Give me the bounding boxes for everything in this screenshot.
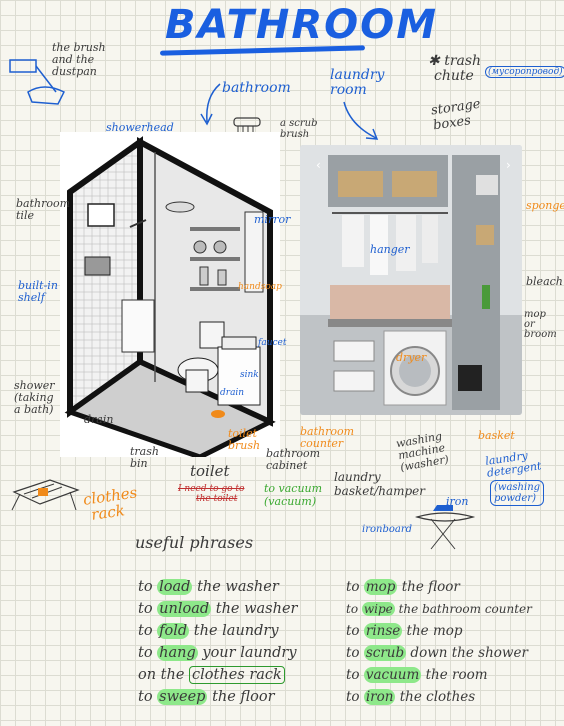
- bleach-label: bleach: [526, 275, 563, 288]
- laundry-basket-label: laundry basket/hamper: [334, 470, 426, 498]
- phrase-item: to iron the clothes: [346, 689, 476, 705]
- faucet-label: faucet: [258, 338, 287, 348]
- phrase-item: to mop the floor: [346, 579, 460, 595]
- phrase-item: to scrub down the shower: [346, 645, 528, 661]
- phrase-item: to fold the laundry: [138, 623, 279, 639]
- phrase-item: to load the washer: [138, 579, 279, 595]
- laundry-drawing: [300, 145, 522, 415]
- phrases-right-column: to mop the floor to wipe the bathroom co…: [346, 576, 560, 708]
- scrub-brush-label: a scrub brush: [280, 118, 318, 140]
- hand-soap-label: handsoap: [238, 282, 282, 292]
- dryer-label: dryer: [396, 351, 427, 364]
- drain-label: drain: [84, 413, 114, 426]
- built-in-shelf-label: built-in shelf: [18, 279, 58, 304]
- laundry-room-photo: [300, 145, 522, 415]
- phrases-left-column: to load the washer to unload the washer …: [138, 576, 348, 708]
- phrase-item: to unload the washer: [138, 601, 298, 617]
- toilet-label: toilet: [190, 462, 230, 480]
- phrase-item: to wipe the bathroom counter: [346, 602, 532, 616]
- brush-dustpan-label: the brush and the dustpan: [52, 41, 106, 78]
- bathroom-cabinet-label: bathroom cabinet: [266, 447, 321, 472]
- bathroom-tile-label: bathroom tile: [16, 197, 71, 222]
- phrase-item: to hang your laundry: [138, 645, 297, 661]
- arrow-icon: [343, 101, 379, 140]
- sink-label: sink: [240, 370, 259, 380]
- vacuum-label: to vacuum (vacuum): [264, 482, 323, 508]
- ironing-board-icon: [415, 505, 476, 550]
- laundry-detergent-label: laundry detergent: [484, 448, 543, 480]
- storage-boxes-label: storage boxes: [430, 96, 482, 134]
- iron-label: iron: [446, 495, 469, 508]
- useful-phrases-heading: useful phrases: [135, 533, 254, 552]
- page-title: BATHROOM: [165, 2, 438, 48]
- bathroom-counter-label: bathroom counter: [300, 425, 355, 450]
- laundry-room-label: laundry room: [330, 67, 385, 98]
- phrase-item: on the clothes rack: [138, 664, 348, 686]
- chevron-right-icon[interactable]: ›: [506, 158, 511, 172]
- bathroom-illustration: [60, 132, 280, 457]
- washing-machine-label: washing machine (washer): [395, 429, 450, 474]
- toilet-brush-label: toilet brush: [228, 427, 261, 452]
- phrase-item: to vacuum the room: [346, 667, 488, 683]
- trash-bin-label: trash bin: [130, 445, 159, 470]
- basket-label: basket: [478, 429, 515, 442]
- bathroom-label: bathroom: [222, 80, 291, 96]
- drain-side-label: drain: [220, 388, 245, 398]
- bathroom-drawing: [64, 136, 276, 457]
- washing-powder-label: (washing powder): [490, 480, 545, 506]
- clothes-rack-icon: [11, 479, 80, 511]
- shower-label: shower (taking a bath): [14, 379, 55, 416]
- trash-chute-label: ✱ trash chute: [428, 53, 482, 84]
- arrow-icon: [200, 83, 221, 126]
- showerhead-label: showerhead: [106, 121, 174, 134]
- chevron-left-icon[interactable]: ‹: [316, 158, 321, 172]
- ironboard-label: ironboard: [362, 524, 413, 535]
- clothes-rack-label: clothes rack: [81, 483, 139, 524]
- mop-or-broom-label: mop or broom: [524, 309, 557, 340]
- dustpan-icon: [9, 59, 66, 105]
- mirror-label: mirror: [254, 213, 291, 226]
- phrase-item: to sweep the floor: [138, 689, 275, 705]
- toilet-struck-phrase: I need to go to the toilet: [178, 484, 245, 504]
- hanger-label: hanger: [370, 243, 410, 256]
- sponge-label: sponge: [526, 199, 564, 212]
- trash-chute-translation: (мусоропровод): [485, 66, 564, 78]
- phrase-item: to rinse the mop: [346, 623, 463, 639]
